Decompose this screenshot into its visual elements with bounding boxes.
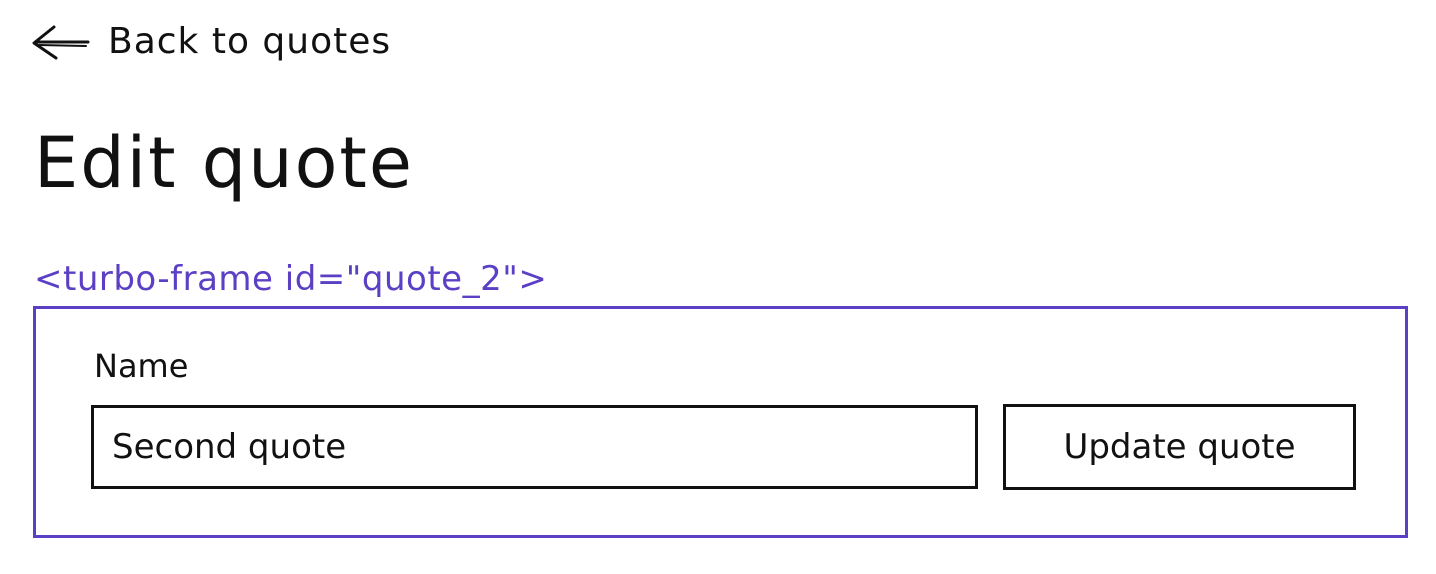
- back-link-label: Back to quotes: [108, 21, 392, 62]
- page-title: Edit quote: [34, 122, 414, 204]
- arrow-left-icon: [30, 22, 90, 62]
- name-input[interactable]: [91, 405, 978, 489]
- back-to-quotes-link[interactable]: Back to quotes: [30, 14, 391, 70]
- update-quote-button[interactable]: Update quote: [1003, 404, 1356, 490]
- name-field-label: Name: [94, 347, 189, 385]
- turbo-frame-boundary: [33, 306, 1408, 538]
- turbo-frame-tag-label: <turbo-frame id="quote_2">: [34, 259, 548, 299]
